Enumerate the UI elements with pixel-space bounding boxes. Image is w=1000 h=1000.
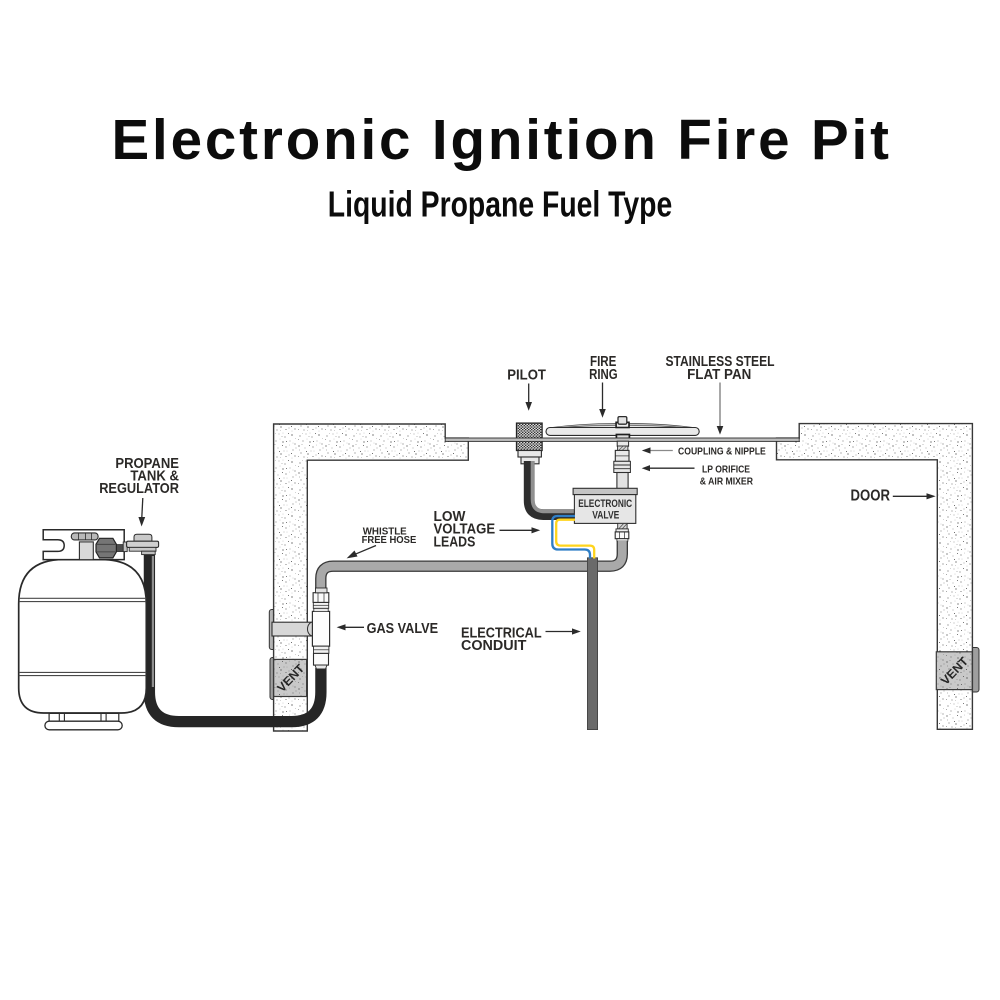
svg-text:& AIR MIXER: & AIR MIXER xyxy=(700,476,753,487)
svg-text:LP ORIFICE: LP ORIFICE xyxy=(702,464,750,475)
svg-text:Liquid Propane Fuel Type: Liquid Propane Fuel Type xyxy=(328,183,673,224)
svg-text:WHISTLE: WHISTLE xyxy=(363,526,407,537)
svg-text:GAS VALVE: GAS VALVE xyxy=(367,621,439,637)
svg-text:REGULATOR: REGULATOR xyxy=(99,480,179,497)
svg-text:ELECTRICAL: ELECTRICAL xyxy=(461,626,542,642)
svg-text:STAINLESS STEEL: STAINLESS STEEL xyxy=(665,354,774,370)
svg-text:LEADS: LEADS xyxy=(434,534,476,550)
svg-text:FLAT PAN: FLAT PAN xyxy=(687,367,751,383)
svg-text:DOOR: DOOR xyxy=(851,487,891,504)
svg-text:PROPANE: PROPANE xyxy=(115,455,179,472)
svg-text:FIRE: FIRE xyxy=(590,354,616,370)
svg-text:COUPLING & NIPPLE: COUPLING & NIPPLE xyxy=(678,446,766,457)
svg-text:Electronic Ignition Fire Pit: Electronic Ignition Fire Pit xyxy=(111,108,889,171)
svg-text:VALVE: VALVE xyxy=(592,510,620,522)
svg-text:RING: RING xyxy=(589,367,618,383)
svg-text:CONDUIT: CONDUIT xyxy=(461,638,527,654)
svg-text:ELECTRONIC: ELECTRONIC xyxy=(578,498,632,510)
svg-text:VOLTAGE: VOLTAGE xyxy=(434,522,496,538)
svg-text:TANK &: TANK & xyxy=(130,468,179,485)
svg-text:FREE HOSE: FREE HOSE xyxy=(362,535,417,546)
svg-text:LOW: LOW xyxy=(434,509,466,525)
svg-text:PILOT: PILOT xyxy=(507,367,546,384)
